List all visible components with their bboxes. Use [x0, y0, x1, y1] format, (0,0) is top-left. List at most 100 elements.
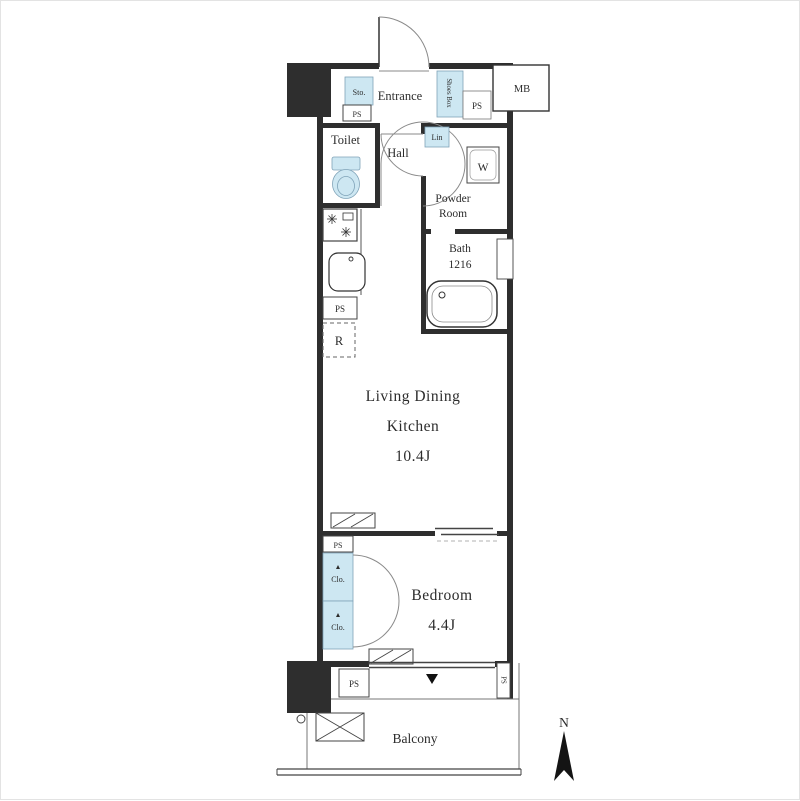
- shoes-box: [436, 70, 464, 118]
- pipe-space-entrance-box: [342, 104, 372, 122]
- window-direction-marker: [426, 674, 438, 684]
- bedroom-room: PS ▲ Clo. ▲ Clo. Bedroom 4.4J: [322, 535, 495, 669]
- entrance-door-arc: [378, 16, 430, 68]
- closet-bottom: [322, 600, 354, 650]
- entrance-label: Entrance: [378, 89, 423, 103]
- stove-burner-left-icon: [327, 214, 337, 224]
- closet-top-label: Clo.: [331, 575, 345, 584]
- ldk-size-label: 10.4J: [395, 448, 431, 465]
- balcony-hatch-diag-2: [315, 712, 365, 742]
- toilet-bottom-wall: [323, 203, 379, 208]
- powder-room-label-2: Room: [439, 208, 467, 220]
- refrigerator-label: R: [335, 334, 344, 348]
- bathtub-inner: [431, 285, 493, 323]
- left-wall: [317, 117, 323, 661]
- toilet-seat: [337, 176, 355, 196]
- pipe-space-right-box: [496, 662, 511, 699]
- washer-label: W: [478, 162, 489, 174]
- toilet-room: Toilet: [331, 133, 361, 199]
- bedroom-label: Bedroom: [411, 587, 472, 604]
- powder-door-arc: [380, 133, 424, 177]
- shoes-box-label: Shoes Box: [445, 78, 452, 108]
- ldk-label-1: Living Dining: [366, 388, 461, 405]
- ac-unit-ldk-hatch-1: [332, 513, 356, 528]
- ac-unit-ldk-hatch-2: [350, 513, 374, 528]
- entrance-area: Sto. PS Entrance Shoes Box PS Hall: [342, 16, 492, 207]
- pipe-space-shoes-box: [462, 90, 492, 120]
- pipe-space-south-box: [338, 668, 370, 698]
- right-wall: [507, 63, 513, 699]
- pillar-bottom-left: [287, 661, 331, 713]
- powder-bath-left-wall: [421, 176, 426, 334]
- bath-bottom-wall: [421, 329, 507, 334]
- closet-top-door-arc: [352, 554, 400, 602]
- structural-walls: [287, 63, 513, 713]
- pillar-top-left: [287, 63, 331, 117]
- north-arrow-icon: [554, 731, 574, 781]
- bedroom-size-label: 4.4J: [428, 617, 455, 634]
- bath-label-1: Bath: [449, 243, 471, 255]
- pipe-space-entrance-label: PS: [353, 110, 362, 119]
- toilet-right-wall: [375, 123, 380, 208]
- toilet-bowl: [332, 169, 360, 199]
- bath-room: Bath 1216: [426, 238, 514, 328]
- pipe-space-south-label: PS: [349, 679, 359, 689]
- top-wall-right: [429, 63, 513, 69]
- ac-unit-bedroom-hatch-1: [370, 649, 394, 664]
- powder-room: Lin W Powder Room: [380, 126, 500, 220]
- toilet-top-wall: [323, 123, 379, 128]
- balcony-area: Balcony: [276, 663, 522, 776]
- linen-box: [424, 126, 450, 148]
- bathtub: [426, 280, 498, 328]
- pipe-space-shoes-label: PS: [472, 101, 482, 111]
- storage-label: Sto.: [353, 88, 366, 97]
- pipe-space-right-label: PS: [500, 676, 507, 684]
- refrigerator-space: [322, 322, 356, 358]
- meter-box: [492, 64, 550, 112]
- meter-box-label: MB: [514, 84, 530, 95]
- compass: N: [554, 715, 574, 781]
- bath-top-wall-left: [421, 229, 431, 234]
- ldk-label-2: Kitchen: [387, 418, 440, 435]
- pipe-space-bedroom-label: PS: [334, 541, 343, 550]
- toilet-label: Toilet: [331, 133, 361, 147]
- stove-burner-right-icon: [341, 227, 351, 237]
- storage-box: [344, 76, 374, 106]
- pipe-space-kitchen-box: [322, 296, 358, 320]
- bath-top-wall-right: [455, 229, 507, 234]
- closet-top: [322, 552, 354, 602]
- ldk-bedroom-wall: [323, 531, 435, 536]
- balcony-drain-icon: [296, 714, 306, 724]
- meter-box-area: MB: [492, 64, 550, 112]
- linen-label: Lin: [431, 133, 442, 142]
- south-strip: PS PS: [338, 662, 511, 699]
- ldk-bedroom-wall-stub: [497, 531, 507, 536]
- sink-faucet-icon: [348, 256, 354, 262]
- bathtub-drain: [438, 291, 446, 299]
- kitchen-sink: [328, 252, 366, 292]
- ac-unit-ldk: [330, 512, 376, 529]
- bedroom-south-wall-left: [323, 661, 369, 667]
- powder-left-wall-stub: [421, 128, 426, 134]
- bath-label-2: 1216: [449, 259, 472, 271]
- ac-unit-bedroom-hatch-2: [388, 649, 412, 664]
- bath-niche: [496, 238, 514, 280]
- closet-top-marker: ▲: [335, 564, 342, 571]
- ldk-room: Living Dining Kitchen 10.4J: [330, 388, 499, 542]
- hall-label: Hall: [387, 146, 409, 160]
- ac-unit-bedroom: [368, 648, 414, 665]
- closet-bottom-door-arc: [352, 600, 400, 648]
- stove-grill-icon: [342, 212, 354, 221]
- closet-bottom-marker: ▲: [335, 612, 342, 619]
- closet-bottom-label: Clo.: [331, 623, 345, 632]
- powder-top-wall: [421, 123, 507, 128]
- north-label: N: [559, 715, 569, 730]
- hall-ldk-door-arc: [380, 121, 466, 207]
- balcony-label: Balcony: [393, 731, 438, 746]
- pipe-space-bedroom-box: [322, 535, 354, 553]
- washer-pan-inner: [469, 149, 497, 181]
- toilet-tank: [331, 156, 361, 171]
- kitchen-area: PS R: [322, 208, 366, 358]
